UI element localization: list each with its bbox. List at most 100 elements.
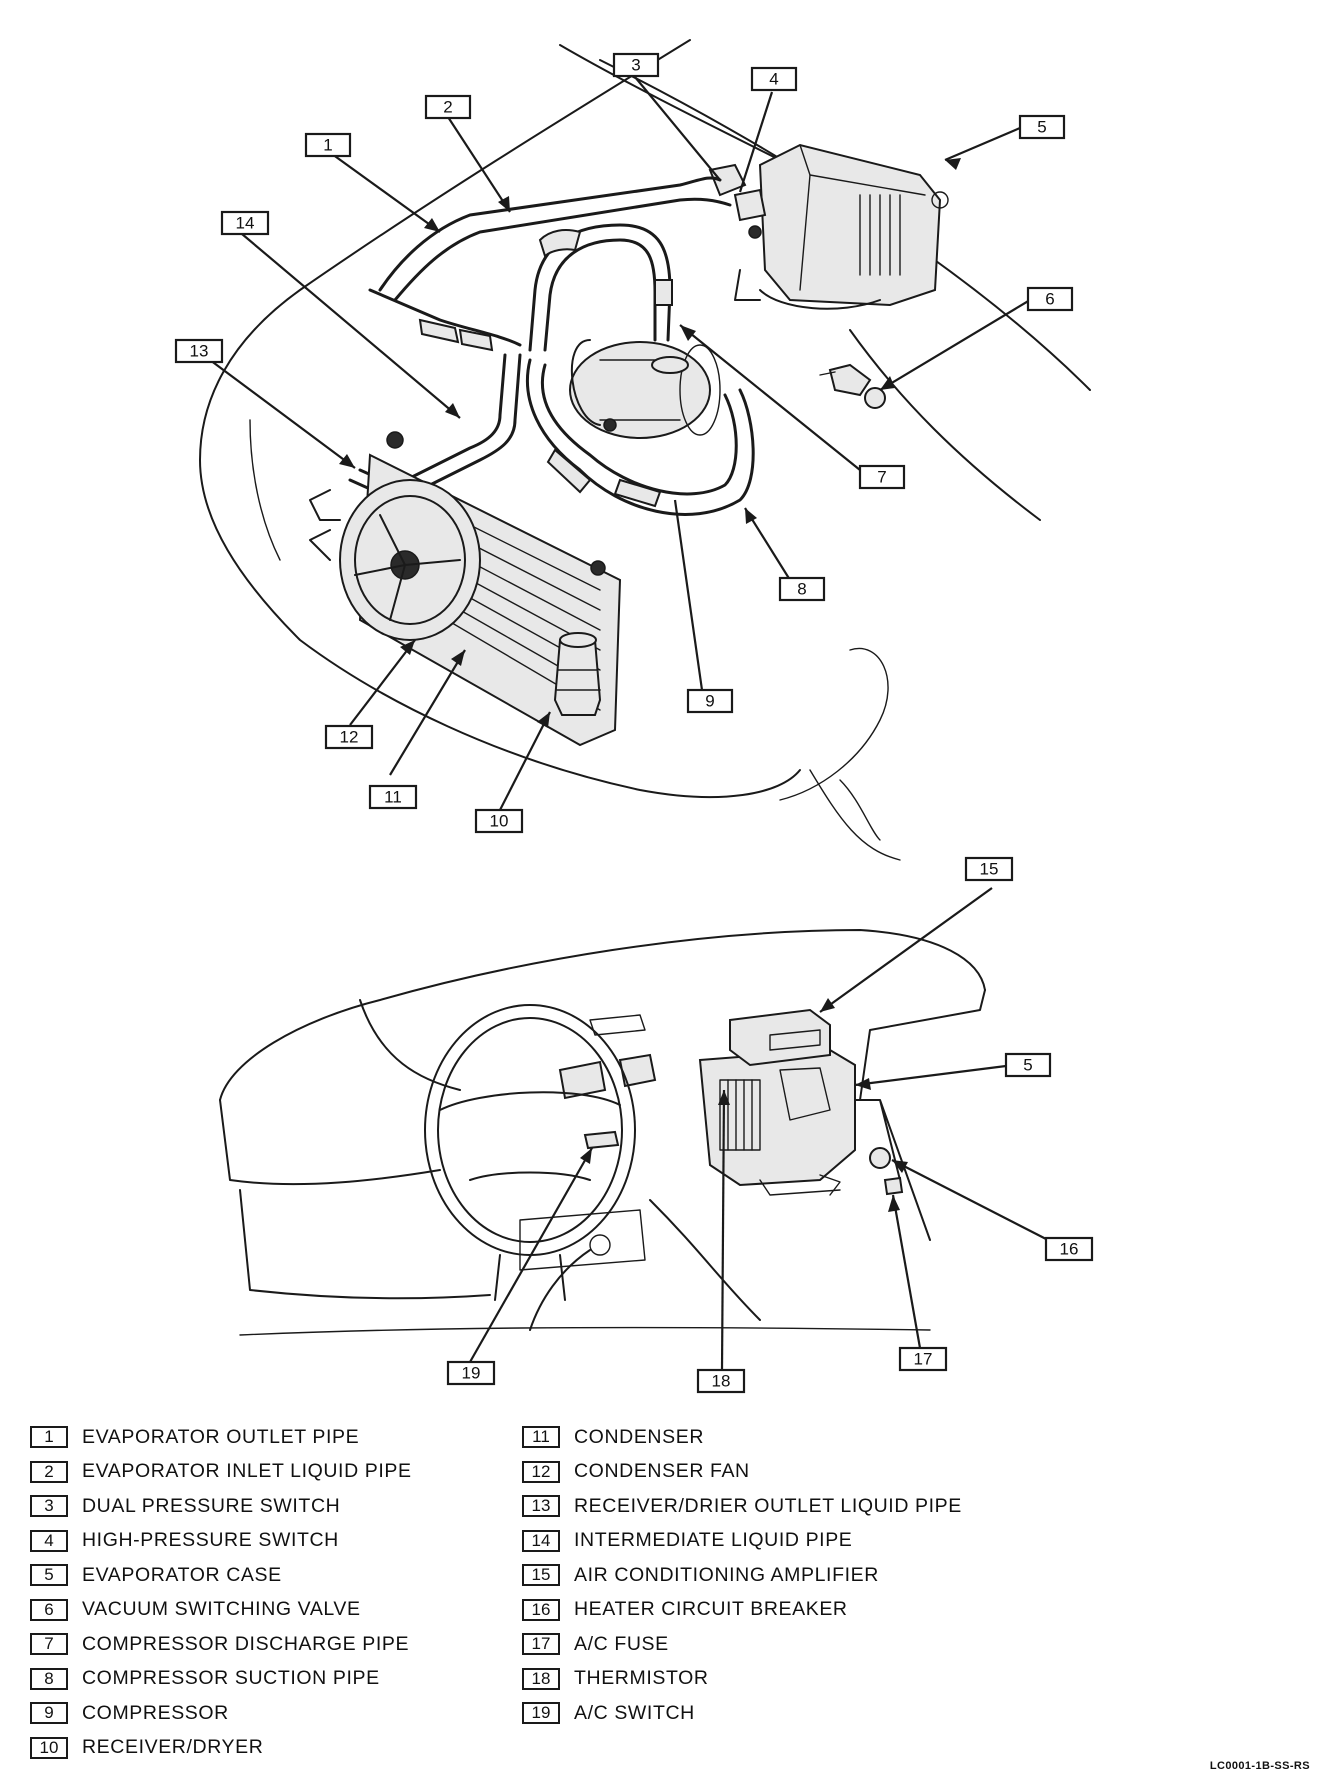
- legend-item: 18 THERMISTOR: [522, 1662, 962, 1697]
- legend-label: A/C FUSE: [574, 1632, 669, 1655]
- legend-item: 16 HEATER CIRCUIT BREAKER: [522, 1593, 962, 1628]
- legend-number: 18: [522, 1667, 560, 1690]
- callout-8: 8: [778, 576, 826, 602]
- legend-number: 7: [30, 1633, 68, 1656]
- legend-label: THERMISTOR: [574, 1667, 709, 1690]
- leader-lines: [209, 76, 1049, 1371]
- legend-label: A/C SWITCH: [574, 1701, 695, 1724]
- legend-item: 15 AIR CONDITIONING AMPLIFIER: [522, 1558, 962, 1593]
- callout-17: 17: [898, 1346, 948, 1372]
- callout-19: 19: [446, 1360, 496, 1386]
- callout-label: 5: [1037, 118, 1046, 137]
- legend-label: DUAL PRESSURE SWITCH: [82, 1494, 341, 1517]
- callout-label: 7: [877, 468, 886, 487]
- callout-9: 9: [686, 688, 734, 714]
- legend-item: 7 COMPRESSOR DISCHARGE PIPE: [30, 1627, 412, 1662]
- legend-item: 2 EVAPORATOR INLET LIQUID PIPE: [30, 1455, 412, 1490]
- legend-label: RECEIVER/DRYER: [82, 1736, 264, 1759]
- callout-3: 3: [612, 52, 660, 78]
- legend-item: 12 CONDENSER FAN: [522, 1455, 962, 1490]
- callout-5-lower: 5: [1004, 1052, 1052, 1078]
- engine-compartment-illustration: [199, 39, 1091, 861]
- compressor: [569, 339, 721, 439]
- legend-number: 2: [30, 1460, 68, 1483]
- callout-16: 16: [1044, 1236, 1094, 1262]
- callout-label: 15: [980, 860, 999, 879]
- callout-label: 3: [631, 56, 640, 75]
- legend-column-left: 1 EVAPORATOR OUTLET PIPE 2 EVAPORATOR INLE…: [30, 1420, 412, 1765]
- legend-label: EVAPORATOR OUTLET PIPE: [82, 1425, 360, 1448]
- legend-item: 8 COMPRESSOR SUCTION PIPE: [30, 1662, 412, 1697]
- evaporator-case: [734, 143, 949, 310]
- legend-number: 8: [30, 1667, 68, 1690]
- legend-number: 13: [522, 1495, 560, 1518]
- legend-label: COMPRESSOR SUCTION PIPE: [82, 1667, 380, 1690]
- intermediate-liquid-pipe: [398, 353, 522, 502]
- legend-number: 5: [30, 1564, 68, 1587]
- vacuum-switching-valve: [819, 363, 886, 409]
- callout-label: 14: [236, 214, 255, 233]
- callout-label: 6: [1045, 290, 1054, 309]
- heater-circuit-breaker: [869, 1147, 891, 1169]
- callout-label: 10: [490, 812, 509, 831]
- callout-14: 14: [220, 210, 270, 236]
- legend-number: 1: [30, 1426, 68, 1449]
- legend-number: 19: [522, 1702, 560, 1725]
- callout-label: 4: [769, 70, 778, 89]
- legend-number: 17: [522, 1633, 560, 1656]
- legend-item: 3 DUAL PRESSURE SWITCH: [30, 1489, 412, 1524]
- callout-7: 7: [858, 464, 906, 490]
- condenser-fan: [309, 479, 481, 641]
- legend-number: 14: [522, 1529, 560, 1552]
- legend-number: 9: [30, 1702, 68, 1725]
- callout-label: 11: [384, 788, 402, 807]
- callout-10: 10: [474, 808, 524, 834]
- callout-15: 15: [964, 856, 1014, 882]
- receiver-dryer: [553, 632, 602, 716]
- legend-label: COMPRESSOR: [82, 1701, 229, 1724]
- callout-4: 4: [750, 66, 798, 92]
- legend-number: 3: [30, 1495, 68, 1518]
- compressor-suction-pipe: [525, 358, 755, 516]
- legend-label: EVAPORATOR CASE: [82, 1563, 282, 1586]
- legend-item: 10 RECEIVER/DRYER: [30, 1731, 412, 1766]
- legend-item: 19 A/C SWITCH: [522, 1696, 962, 1731]
- callout-label: 9: [705, 692, 714, 711]
- callout-18: 18: [696, 1368, 746, 1394]
- callout-label: 5: [1023, 1056, 1032, 1075]
- legend-label: COMPRESSOR DISCHARGE PIPE: [82, 1632, 410, 1655]
- legend-number: 10: [30, 1736, 68, 1759]
- callout-2: 2: [424, 94, 472, 120]
- legend-label: VACUUM SWITCHING VALVE: [82, 1598, 361, 1621]
- legend-label: HIGH-PRESSURE SWITCH: [82, 1529, 339, 1552]
- legend-number: 16: [522, 1598, 560, 1621]
- legend-number: 15: [522, 1564, 560, 1587]
- ac-fuse: [883, 1176, 904, 1196]
- callout-label: 8: [797, 580, 806, 599]
- callout-label: 17: [914, 1350, 933, 1369]
- legend-label: HEATER CIRCUIT BREAKER: [574, 1598, 848, 1621]
- callout-label: 12: [340, 728, 359, 747]
- legend-label: CONDENSER: [574, 1425, 704, 1448]
- callout-6: 6: [1026, 286, 1074, 312]
- callout-label: 16: [1060, 1240, 1079, 1259]
- callout-label: 13: [190, 342, 209, 361]
- legend-label: AIR CONDITIONING AMPLIFIER: [574, 1563, 879, 1586]
- legend-label: EVAPORATOR INLET LIQUID PIPE: [82, 1460, 412, 1483]
- callout-11: 11: [368, 784, 418, 810]
- legend-number: 12: [522, 1460, 560, 1483]
- figure-code: LC0001-1B-SS-RS: [1209, 1760, 1310, 1772]
- pressure-switches: [708, 163, 767, 239]
- legend-number: 11: [522, 1426, 560, 1449]
- compressor-discharge-pipe: [528, 223, 672, 352]
- evaporator-outlet-pipe: [378, 176, 722, 292]
- legend-label: CONDENSER FAN: [574, 1460, 750, 1483]
- callout-13: 13: [174, 338, 224, 364]
- legend-item: 1 EVAPORATOR OUTLET PIPE: [30, 1420, 412, 1455]
